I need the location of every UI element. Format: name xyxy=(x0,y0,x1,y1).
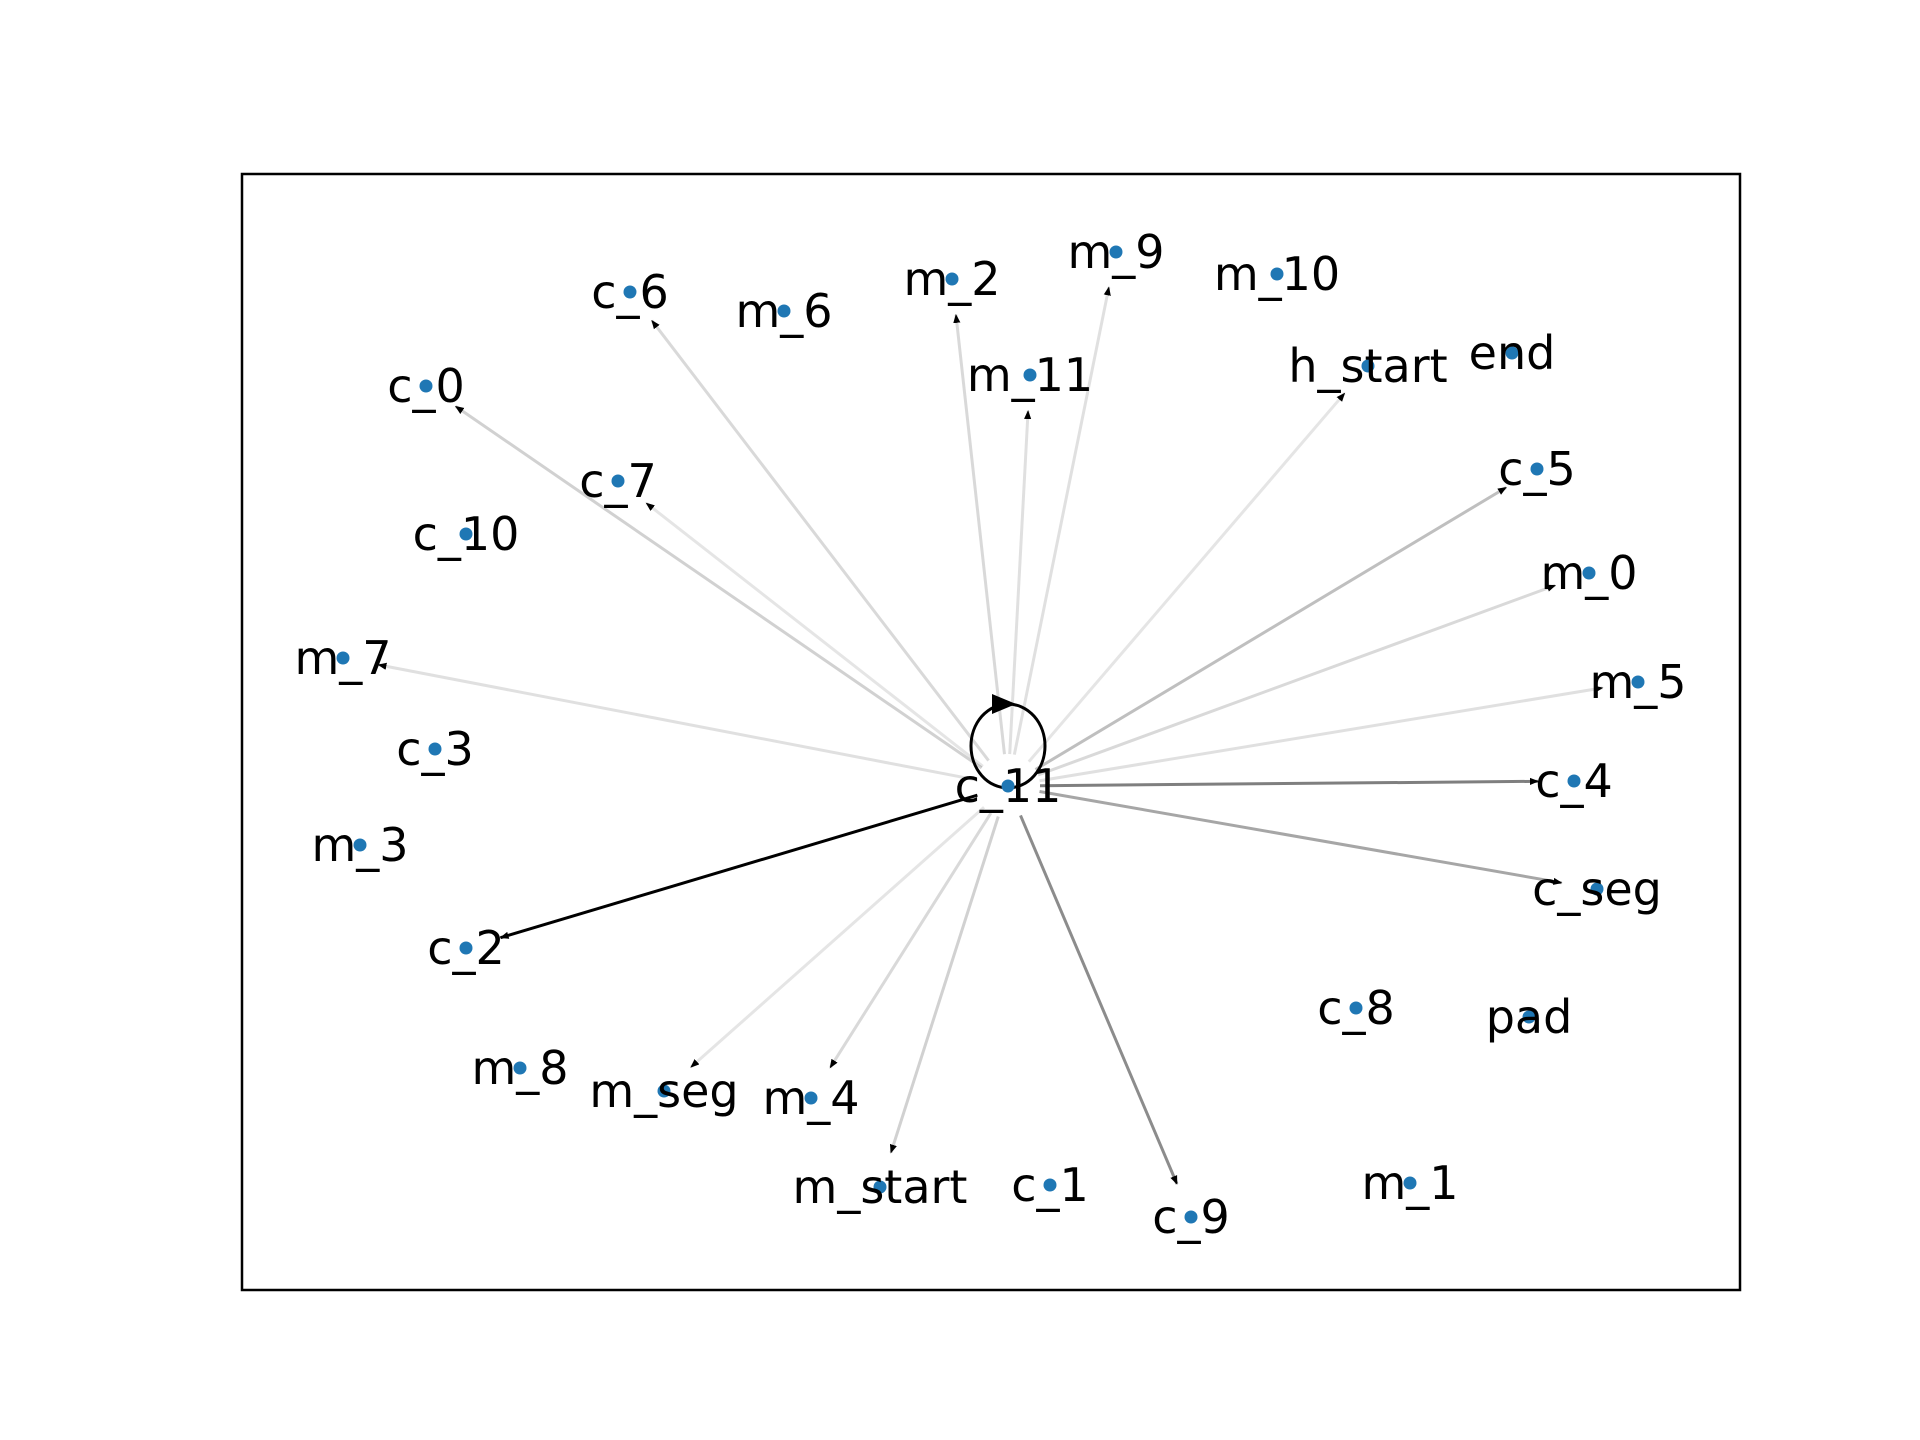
edge-c_11-to-c_4 xyxy=(1039,777,1539,788)
node-m_6 xyxy=(777,304,791,318)
edge-c_11-to-m_9 xyxy=(1012,286,1111,755)
edges-layer xyxy=(377,286,1604,1185)
node-label-c_5: c_5 xyxy=(1498,442,1576,496)
node-label-c_11: c_11 xyxy=(955,759,1062,813)
node-c_7 xyxy=(611,474,625,488)
node-h_start xyxy=(1361,359,1375,373)
node-label-m_2: m_2 xyxy=(903,252,1000,306)
node-label-m_11: m_11 xyxy=(967,348,1093,402)
node-label-m_10: m_10 xyxy=(1214,247,1340,301)
node-m_1 xyxy=(1403,1176,1417,1190)
node-label-c_9: c_9 xyxy=(1152,1190,1230,1244)
edge-c_11-to-c_seg xyxy=(1039,790,1563,885)
node-label-m_start: m_start xyxy=(793,1160,968,1214)
node-m_3 xyxy=(353,838,367,852)
node-label-m_9: m_9 xyxy=(1067,225,1164,279)
node-label-c_2: c_2 xyxy=(427,921,505,975)
edge-c_11-to-m_4 xyxy=(828,812,993,1069)
node-c_8 xyxy=(1349,1001,1363,1015)
labels-layer: c_6 m_6 m_2 m_9 m_10 c_0 m_11 h_start end c_7 c_5c… xyxy=(294,225,1686,1244)
nodes-layer xyxy=(336,245,1645,1224)
node-m_seg xyxy=(657,1084,671,1098)
edge-c_11-to-m_5 xyxy=(1039,685,1604,783)
node-c_6 xyxy=(623,285,637,299)
node-m_10 xyxy=(1270,267,1284,281)
node-m_9 xyxy=(1109,245,1123,259)
node-label-h_start: h_start xyxy=(1288,339,1447,393)
node-label-c_4: c_4 xyxy=(1535,754,1613,808)
node-label-m_5: m_5 xyxy=(1589,655,1686,709)
edge-c_11-to-m_start xyxy=(889,816,1000,1154)
edge-c_11-to-c_9 xyxy=(1019,814,1179,1185)
node-label-c_8: c_8 xyxy=(1317,981,1395,1035)
node-label-c_10: c_10 xyxy=(413,507,520,561)
node-label-end: end xyxy=(1469,326,1556,380)
node-label-c_1: c_1 xyxy=(1011,1158,1089,1212)
node-end xyxy=(1505,346,1519,360)
node-c_4 xyxy=(1567,774,1581,788)
edge-c_11-to-c_2 xyxy=(499,793,978,940)
node-label-m_seg: m_seg xyxy=(589,1064,738,1118)
node-label-m_6: m_6 xyxy=(735,284,832,338)
edge-c_11-to-m_0 xyxy=(1037,583,1557,777)
node-c_10 xyxy=(459,527,473,541)
edge-self-loop-arrowhead xyxy=(992,694,1016,714)
node-m_7 xyxy=(336,651,350,665)
edge-c_11-to-m_7 xyxy=(377,662,977,782)
node-label-m_1: m_1 xyxy=(1361,1156,1458,1210)
node-label-m_3: m_3 xyxy=(311,818,408,872)
node-m_11 xyxy=(1023,368,1037,382)
node-m_2 xyxy=(945,272,959,286)
node-label-c_seg: c_seg xyxy=(1532,862,1662,916)
node-label-c_6: c_6 xyxy=(591,265,669,319)
node-c_2 xyxy=(459,941,473,955)
node-label-c_3: c_3 xyxy=(396,722,474,776)
node-m_start xyxy=(873,1180,887,1194)
edge-c_11-to-m_seg xyxy=(689,806,986,1069)
edge-c_11-to-h_start xyxy=(1027,392,1346,763)
edge-c_11-to-c_5 xyxy=(1034,486,1507,771)
node-m_8 xyxy=(513,1061,527,1075)
node-m_5 xyxy=(1631,675,1645,689)
edge-c_11-to-c_0 xyxy=(454,405,983,770)
node-label-m_4: m_4 xyxy=(762,1071,859,1125)
node-label-pad: pad xyxy=(1486,990,1573,1044)
node-label-c_0: c_0 xyxy=(387,359,465,413)
node-label-m_0: m_0 xyxy=(1540,546,1637,600)
node-c_0 xyxy=(419,379,433,393)
node-c_9 xyxy=(1184,1210,1198,1224)
node-c_seg xyxy=(1590,882,1604,896)
edge-c_11-to-c_7 xyxy=(645,501,984,768)
node-c_5 xyxy=(1530,462,1544,476)
node-label-c_7: c_7 xyxy=(579,454,657,508)
node-pad xyxy=(1522,1010,1536,1024)
node-c_1 xyxy=(1043,1178,1057,1192)
plot-frame xyxy=(240,172,1742,1292)
node-c_11 xyxy=(1001,779,1015,793)
edge-c_11-to-m_2 xyxy=(953,313,1006,755)
node-c_3 xyxy=(428,742,442,756)
edge-c_11-to-c_6 xyxy=(650,319,990,762)
edge-c_11-to-m_11 xyxy=(1008,410,1032,755)
node-label-m_7: m_7 xyxy=(294,631,391,685)
node-label-m_8: m_8 xyxy=(471,1041,568,1095)
node-m_4 xyxy=(804,1091,818,1105)
node-m_0 xyxy=(1582,566,1596,580)
